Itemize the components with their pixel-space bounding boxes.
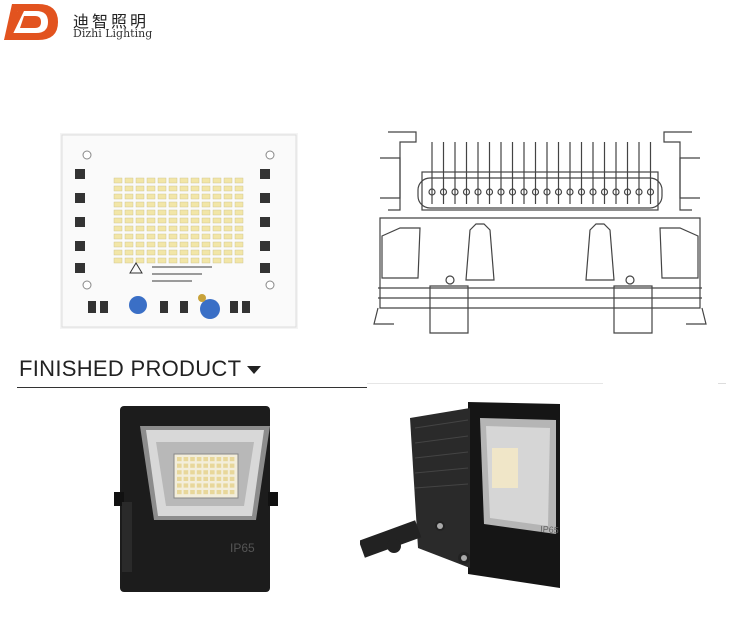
brand-name-english: Dizhi Lighting bbox=[73, 27, 153, 40]
ip-rating-front: IP65 bbox=[230, 541, 255, 555]
section-divider bbox=[17, 387, 367, 388]
led-pcb-board-image bbox=[60, 133, 298, 329]
section-divider-end bbox=[718, 383, 726, 384]
logo-d-icon bbox=[4, 4, 58, 40]
heatsink-technical-drawing bbox=[373, 131, 707, 334]
ip-rating-side: IP65 bbox=[540, 524, 559, 535]
section-divider-faint bbox=[367, 383, 603, 384]
triangle-down-icon bbox=[247, 366, 261, 374]
floodlight-angled-image: IP65 bbox=[360, 402, 560, 588]
floodlight-front-image: IP65 bbox=[114, 406, 278, 592]
section-title: FINISHED PRODUCT bbox=[19, 356, 242, 381]
brand-name-chinese: 迪智照明 bbox=[73, 12, 150, 31]
